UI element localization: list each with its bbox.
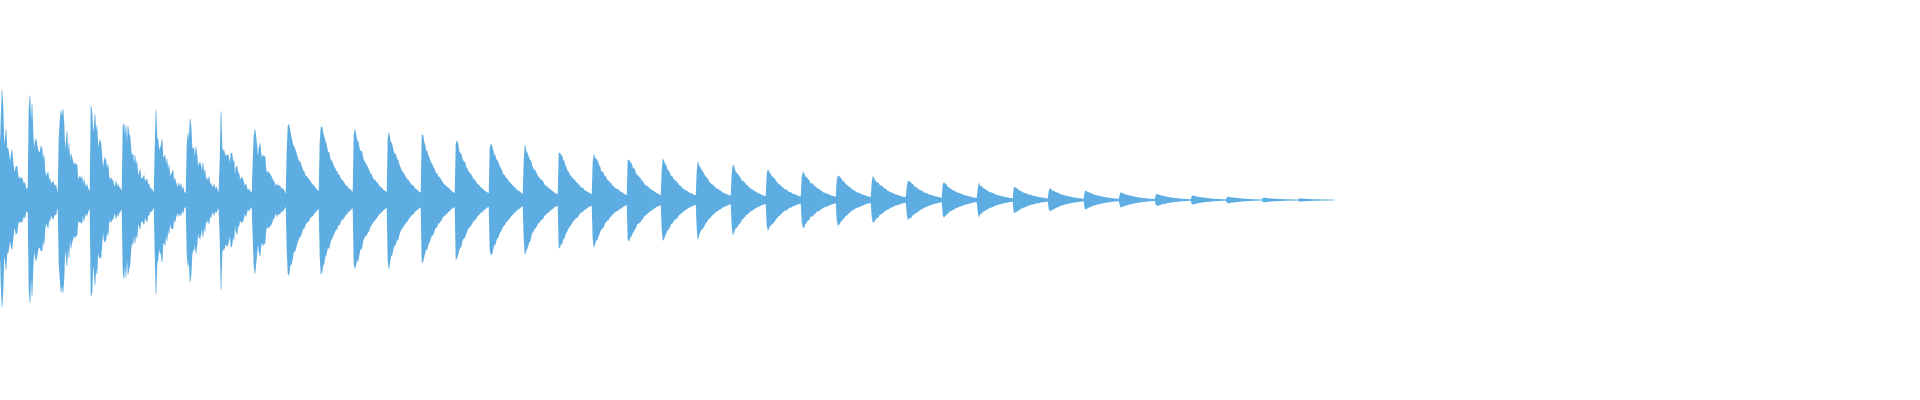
- waveform-shape: [0, 89, 1335, 308]
